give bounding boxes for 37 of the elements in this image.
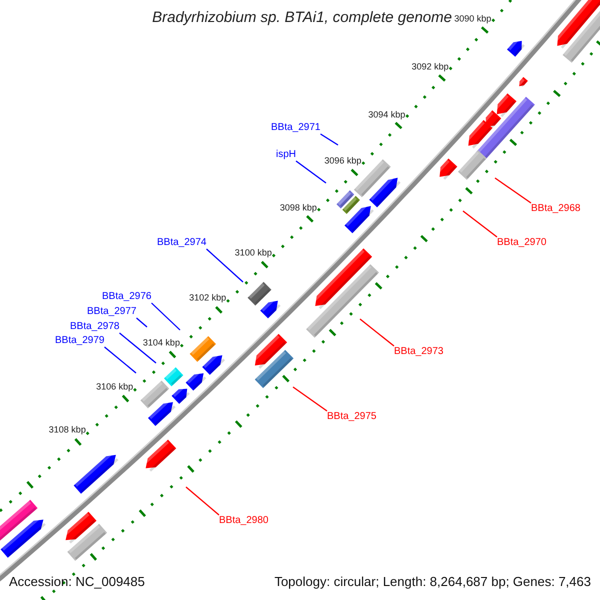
gene-label: BBta_2971 — [271, 122, 320, 134]
tick-label: 3098 kbp — [280, 202, 317, 214]
leader-line — [494, 178, 532, 204]
tick-label: 3094 kbp — [368, 109, 406, 120]
gene-label: BBta_2968 — [531, 203, 580, 215]
tick-label: 3090 kbp — [454, 14, 492, 25]
leader-line — [151, 302, 180, 330]
leader-line — [296, 160, 326, 184]
leader-line — [104, 346, 136, 374]
gene-label: BBta_2980 — [219, 515, 268, 527]
leader-line — [206, 248, 244, 282]
tick-label: 3104 kbp — [142, 337, 180, 348]
gene-label: BBta_2970 — [497, 237, 546, 249]
genome-info-text: Topology: circular; Length: 8,264,687 bp; Genes: 7,463 — [274, 574, 591, 590]
gene-label: BBta_2976 — [102, 291, 152, 303]
leader-line — [292, 386, 328, 412]
gene-label: BBta_2978 — [70, 321, 120, 333]
leader-line — [186, 486, 220, 516]
gene-label: BBta_2975 — [327, 411, 376, 423]
tick-label: 3092 kbp — [412, 62, 449, 73]
gene-label: BBta_2977 — [87, 306, 136, 318]
gene-label: BBta_2973 — [394, 346, 444, 358]
tick-label: 3100 kbp — [234, 248, 272, 259]
gene-label: ispH — [276, 149, 296, 161]
tick-label: 3102 kbp — [189, 292, 226, 304]
tick-label: 3108 kbp — [48, 424, 86, 436]
map-title: Bradyrhizobium sp. BTAi1, complete genome — [152, 8, 452, 28]
leader-line — [136, 318, 148, 328]
leader-line — [462, 210, 498, 238]
leader-line — [119, 332, 156, 364]
gene-label: BBta_2974 — [157, 237, 206, 249]
tick-label: 3106 kbp — [96, 381, 134, 392]
gene-label: BBta_2979 — [55, 335, 104, 347]
accession-text: Accession: NC_009485 — [9, 574, 145, 590]
leader-line — [320, 134, 338, 146]
tick-label: 3096 kbp — [324, 156, 362, 167]
leader-line — [360, 318, 394, 346]
